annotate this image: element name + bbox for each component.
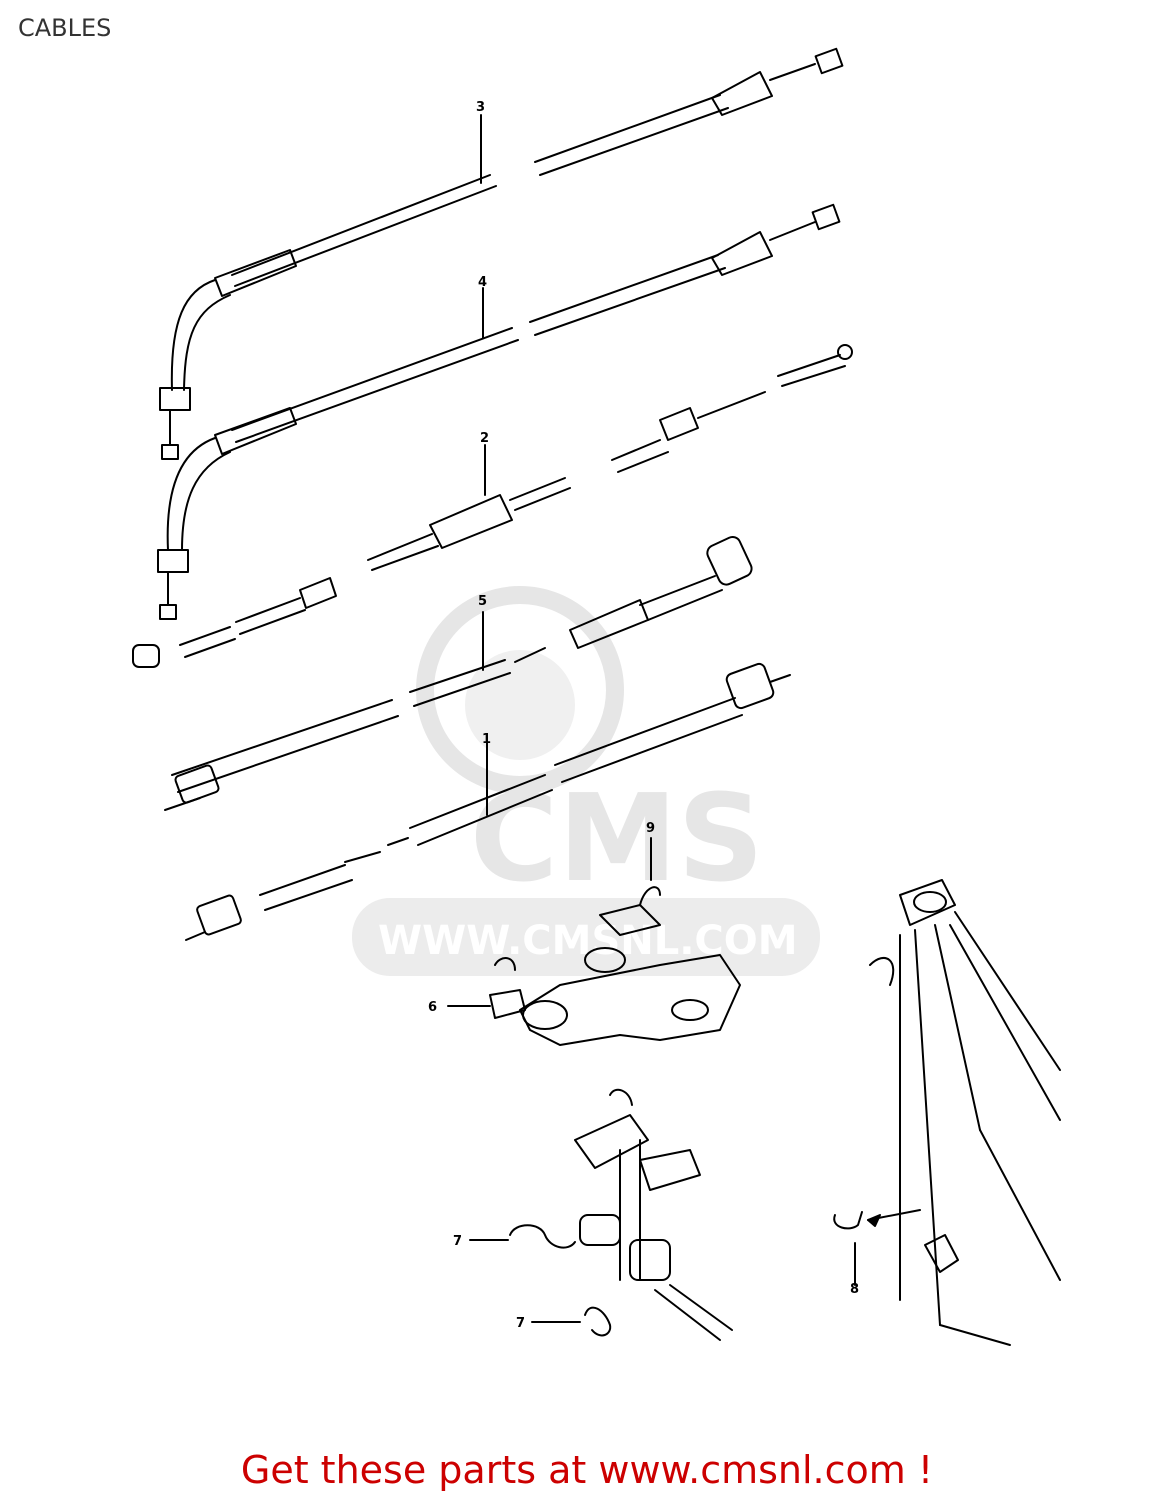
clip-7b [531, 1306, 612, 1337]
callout-1: 1 [482, 732, 491, 747]
callout-8: 8 [850, 1282, 859, 1297]
holder-9 [599, 837, 661, 936]
steering-stem-assembly [574, 1088, 733, 1341]
bracket-6 [447, 947, 741, 1046]
watermark-url: WWW.CMSNL.COM [378, 918, 798, 964]
cable-5 [164, 535, 753, 811]
callout-5: 5 [478, 594, 487, 609]
clamp-8 [833, 1209, 921, 1286]
get-parts-link[interactable]: Get these parts at www.cmsnl.com ! [240, 1448, 934, 1492]
callout-2: 2 [480, 431, 489, 446]
watermark-mascot-face [465, 650, 575, 760]
cable-4 [157, 203, 841, 620]
watermark: CMS WWW.CMSNL.COM [352, 586, 820, 976]
watermark-url-banner [352, 898, 820, 976]
callout-7a: 7 [453, 1234, 462, 1249]
callout-3: 3 [476, 100, 485, 115]
cable-2 [132, 344, 853, 668]
callout-4: 4 [478, 275, 487, 290]
callout-6: 6 [428, 1000, 437, 1015]
clip-7a [469, 1224, 576, 1249]
callout-9: 9 [646, 821, 655, 836]
watermark-brand: CMS [470, 770, 764, 909]
page-title: CABLES [18, 14, 112, 42]
callout-7b: 7 [516, 1316, 525, 1331]
cable-3 [159, 47, 844, 460]
frame-section [869, 879, 1061, 1346]
cable-1 [185, 662, 791, 941]
